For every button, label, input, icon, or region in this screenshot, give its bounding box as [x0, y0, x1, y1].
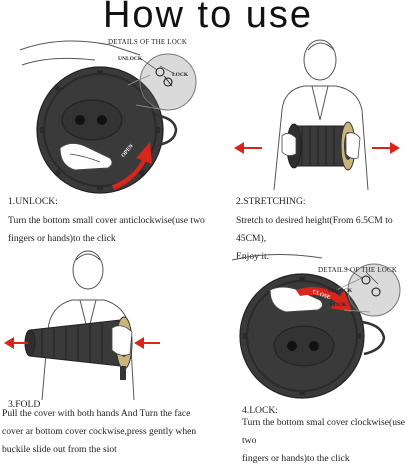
step-4-label: 4.LOCK:	[242, 405, 278, 416]
step-4-lock-label: LOCK	[330, 302, 347, 308]
step-4-illustration	[212, 250, 416, 400]
step-3-label: 3.FOLD	[8, 399, 41, 410]
step-4-caption: Turn the bottom smal cover clockwise(use…	[242, 417, 405, 464]
step-1-unlock-label: UNLOCK	[118, 56, 143, 62]
step-1-caption: Turn the bottom small cover anticlockwis…	[8, 215, 205, 244]
page-title: How to use	[102, 0, 314, 36]
step-2-label: 2.STRETCHING:	[236, 196, 306, 207]
step-4-unlock-label: UNLOCK	[328, 288, 353, 294]
step-1-illustration	[0, 30, 208, 195]
step-1-lock-label: LOCK	[172, 72, 189, 78]
step-1-detail-title: DETAILS OF THE LOCK	[108, 38, 188, 46]
step-4-detail-title: DETAILS OF THE LOCK	[318, 266, 398, 274]
step-1-label: 1.UNLOCK:	[8, 196, 58, 207]
step-2-illustration	[212, 30, 416, 195]
step-3-caption: Pull the cover with both hands And Turn …	[2, 408, 197, 455]
step-3-illustration	[0, 250, 208, 400]
